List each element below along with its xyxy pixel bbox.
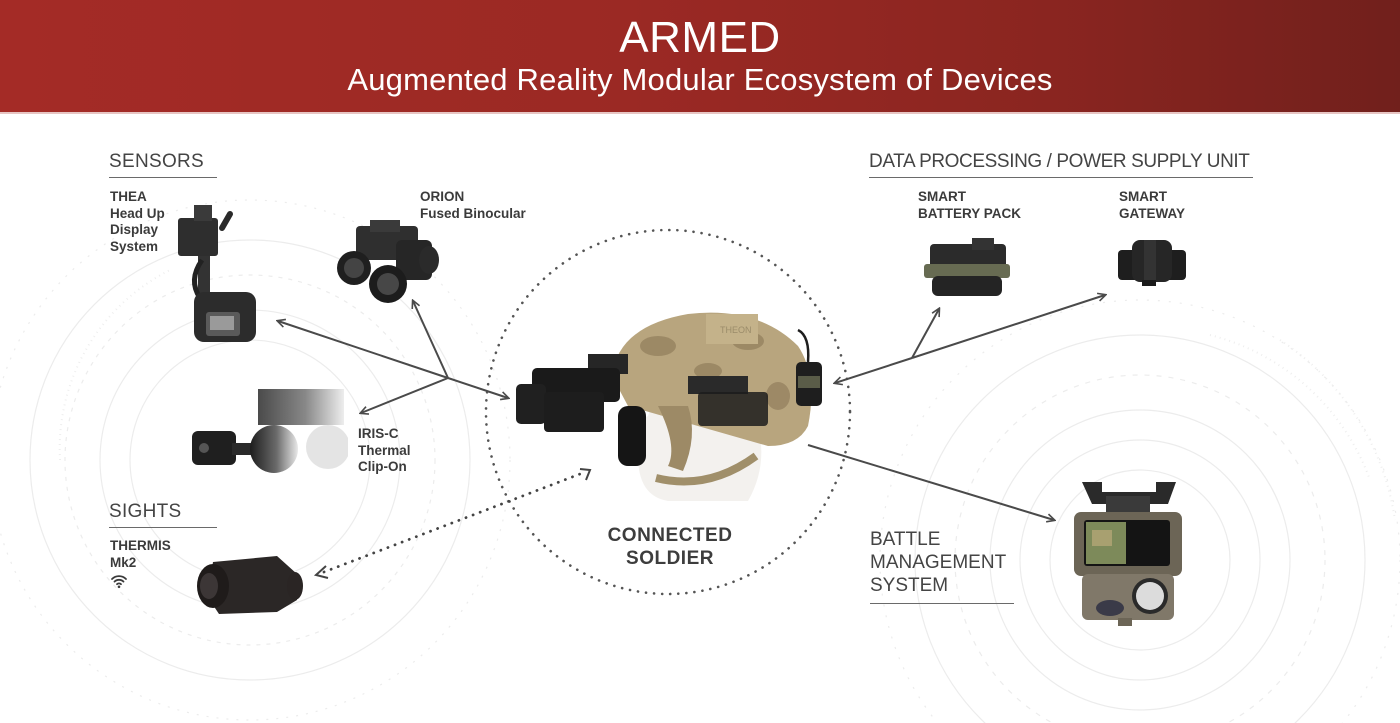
wifi-icon: [111, 575, 127, 589]
header-banner: ARMED Augmented Reality Modular Ecosyste…: [0, 0, 1400, 114]
thea-label-line: Head Up: [110, 205, 165, 221]
thermis-label-line: Mk2: [110, 554, 137, 570]
arrow-to-orion: [413, 301, 449, 379]
orion-label-line: ORION: [420, 189, 465, 204]
smart-battery-pack-label: SMART BATTERY PACK: [918, 189, 1021, 222]
arrow-to-smart-battery-pack: [911, 309, 939, 359]
orion-label: ORION Fused Binocular: [420, 189, 526, 222]
connected-soldier-line: CONNECTED: [607, 525, 733, 546]
sensors-heading: SENSORS: [109, 151, 217, 178]
orion-binocular-device-image: [337, 220, 439, 303]
bms-heading-line: SYSTEM: [870, 575, 949, 596]
connected-soldier-line: SOLDIER: [626, 548, 714, 569]
arrow-to-thea: [278, 321, 449, 379]
thea-label-line: THEA: [110, 189, 147, 204]
iris-c-device-image: [192, 389, 348, 473]
sights-heading: SIGHTS: [109, 501, 217, 528]
thermis-label-line: THERMIS: [110, 538, 171, 553]
smart-gateway-label: SMART GATEWAY: [1119, 189, 1185, 222]
data-processing-heading: DATA PROCESSING / POWER SUPPLY UNIT: [869, 151, 1253, 178]
helmet-brand-text: THEON: [720, 325, 752, 335]
iris-c-label-line: Thermal: [358, 442, 411, 458]
page-title: ARMED: [619, 13, 781, 62]
bms-heading-line: MANAGEMENT: [870, 552, 1007, 573]
thea-label-line: Display: [110, 222, 159, 237]
iris-c-label: IRIS-C Thermal Clip-On: [358, 426, 411, 476]
arrow-to-smart-gateway: [911, 295, 1105, 359]
thea-label-line: System: [110, 238, 159, 254]
thea-label: THEA Head Up Display System: [110, 189, 165, 255]
iris-c-label-line: Clip-On: [358, 459, 407, 474]
connected-soldier-helmet-image: THEON: [516, 312, 822, 501]
arrow-to-iris-c: [361, 377, 449, 413]
arrow-to-helmet-left: [447, 377, 508, 398]
gateway-label-line: SMART: [1119, 189, 1167, 204]
orion-label-line: Fused Binocular: [420, 205, 526, 221]
bms-heading-line: BATTLE: [870, 529, 941, 550]
thea-hud-device-image: [178, 205, 256, 342]
gateway-label-line: GATEWAY: [1119, 205, 1186, 221]
battery-label-line: SMART: [918, 189, 966, 204]
page-subtitle: Augmented Reality Modular Ecosystem of D…: [347, 62, 1053, 97]
battle-management-heading: BATTLE MANAGEMENT SYSTEM: [870, 528, 1014, 604]
smart-battery-pack-device-image: [924, 238, 1010, 296]
arrow-to-helmet-right: [835, 357, 913, 383]
iris-c-label-line: IRIS-C: [358, 426, 399, 441]
wireless-link-arrowhead-left: [313, 565, 329, 579]
thermis-mk2-device-image: [197, 556, 303, 614]
battery-label-line: BATTERY PACK: [918, 205, 1022, 221]
connected-soldier-label: CONNECTED SOLDIER: [590, 524, 750, 570]
battle-management-device-image: [1074, 482, 1182, 626]
thermis-label: THERMIS Mk2: [110, 538, 171, 571]
arrow-to-battle-management: [807, 444, 1054, 520]
smart-gateway-device-image: [1118, 240, 1186, 286]
